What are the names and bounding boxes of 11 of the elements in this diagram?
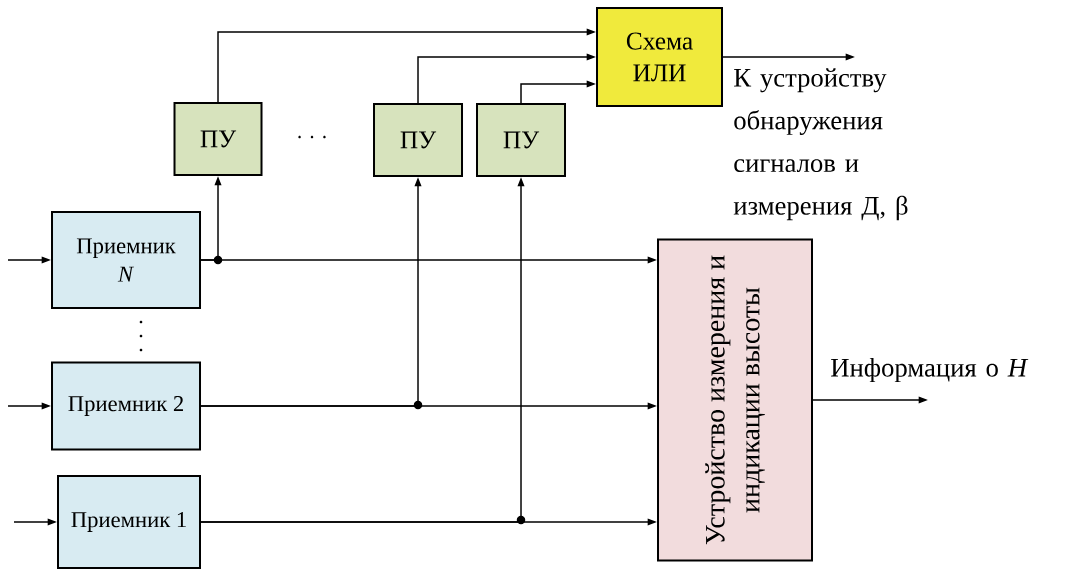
process-box: ПУ: [476, 103, 566, 177]
receiver-box: Приемник N: [51, 211, 201, 309]
receiver-box: Приемник 1: [57, 475, 201, 569]
logic-gate-box: Схема ИЛИ: [596, 7, 723, 107]
output-label: К устройству обнаружения сигналов и измерения Д, β: [733, 68, 908, 221]
output-label: Информация о H: [831, 357, 1029, 383]
receiver-box: Приемник 2: [51, 361, 201, 451]
ellipsis-label: · · ·: [298, 135, 326, 139]
process-box: Устройство измерения и индикации высоты: [657, 238, 813, 562]
process-box: ПУ: [373, 103, 463, 177]
process-box: ПУ: [173, 102, 263, 176]
